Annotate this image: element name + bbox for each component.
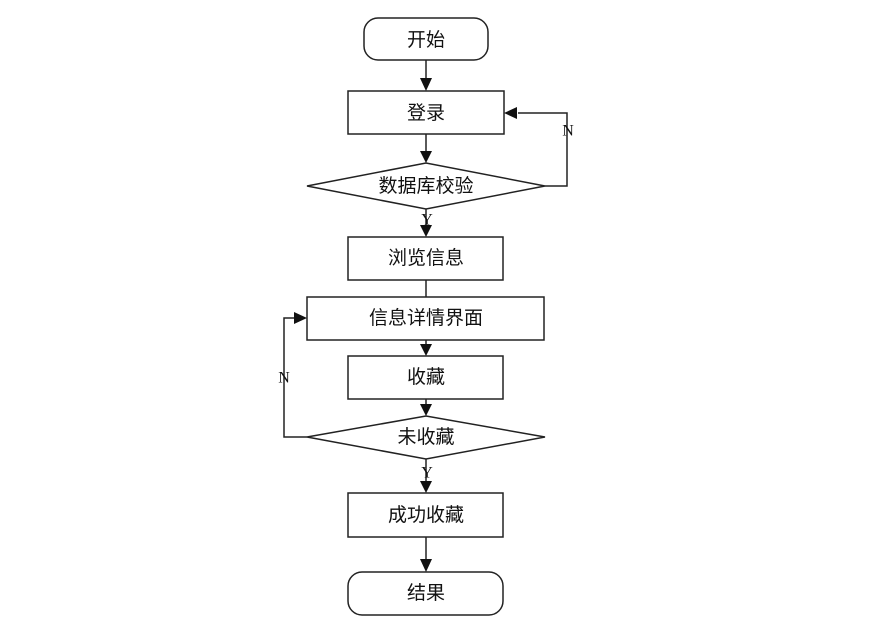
edge-label-no-lower: N — [278, 370, 290, 387]
node-favorite-label: 收藏 — [407, 366, 445, 388]
edge-db-check-to-login-no: N — [504, 107, 574, 187]
edge-detail-to-favorite — [420, 340, 432, 356]
edge-start-to-login — [420, 60, 432, 91]
edge-success-to-end — [420, 537, 432, 572]
node-login: 登录 — [347, 90, 505, 135]
node-end: 结果 — [347, 571, 504, 616]
node-browse-label: 浏览信息 — [388, 247, 464, 269]
node-not-favorited: 未收藏 — [306, 415, 546, 460]
edge-not-favorited-to-detail-no: N — [278, 312, 307, 438]
node-favorite: 收藏 — [347, 355, 504, 400]
edge-db-check-to-browse-yes: Y — [420, 209, 433, 237]
edge-not-favorited-to-success-yes: Y — [420, 459, 433, 493]
node-browse: 浏览信息 — [347, 236, 504, 281]
node-end-label: 结果 — [407, 582, 445, 604]
node-db-check: 数据库校验 — [306, 162, 546, 210]
edge-label-yes-upper: Y — [421, 212, 433, 229]
node-not-favorited-label: 未收藏 — [397, 426, 454, 448]
edge-favorite-to-not-favorited — [420, 399, 432, 416]
node-login-label: 登录 — [407, 102, 445, 124]
node-detail: 信息详情界面 — [306, 296, 545, 341]
edge-label-yes-lower: Y — [421, 465, 433, 482]
edge-login-to-db-check — [420, 134, 432, 163]
node-detail-label: 信息详情界面 — [369, 307, 483, 329]
edge-label-no-upper: N — [562, 123, 574, 140]
node-start-label: 开始 — [407, 29, 445, 51]
node-success-label: 成功收藏 — [388, 504, 464, 526]
node-start: 开始 — [363, 17, 489, 61]
node-success: 成功收藏 — [347, 492, 504, 538]
node-db-check-label: 数据库校验 — [378, 175, 473, 197]
